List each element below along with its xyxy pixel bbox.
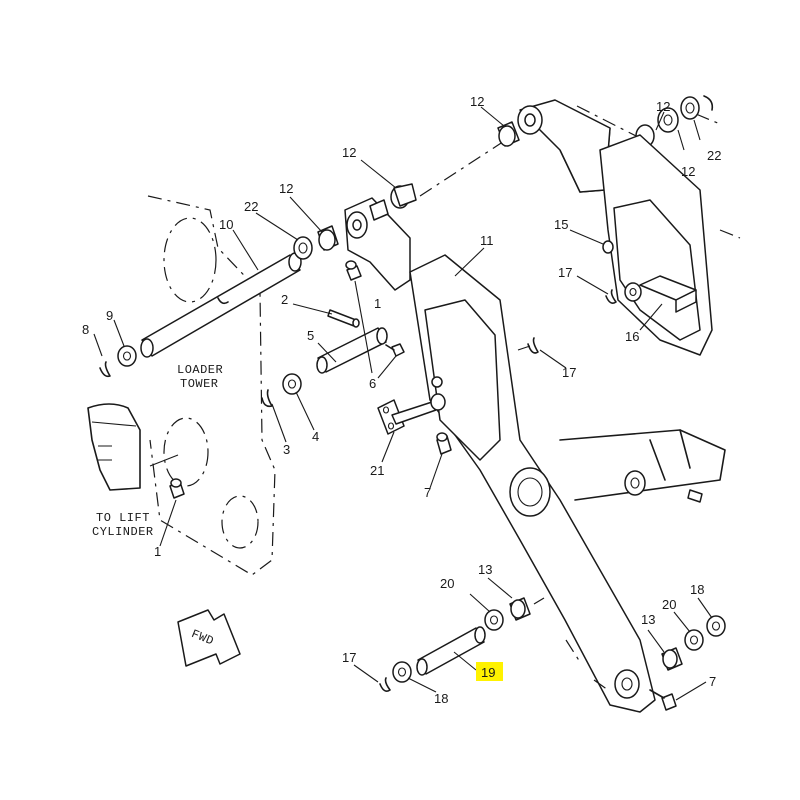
- callout-13: 13: [641, 612, 655, 627]
- ring-17-mid: [527, 337, 539, 354]
- fitting-right-mid: [687, 489, 703, 503]
- callout-22: 22: [244, 199, 258, 214]
- callout-2: 2: [281, 292, 288, 307]
- callout-3: 3: [283, 442, 290, 457]
- callout-11: 11: [480, 233, 494, 248]
- leader-lines: [93, 106, 713, 701]
- lift-cylinder-label-2: CYLINDER: [92, 525, 154, 539]
- grease-fitting-7-mid: [436, 432, 452, 455]
- callout-20: 20: [662, 597, 676, 612]
- fwd-arrow: FWD: [177, 609, 241, 667]
- callout-15: 15: [554, 217, 568, 232]
- callout-10: 10: [219, 217, 233, 232]
- ring-8: [99, 361, 111, 378]
- callout-21: 21: [370, 463, 384, 478]
- callout-1: 1: [374, 296, 381, 311]
- bolt-2: [327, 309, 360, 328]
- grease-fitting-1-upper: [345, 260, 362, 281]
- callout-labels: 12 12 22 12 12 12 22 10 11 15 17 16 8 9 …: [82, 94, 721, 706]
- grease-fitting-7-right: [649, 689, 677, 711]
- callout-7: 7: [709, 674, 716, 689]
- bushing-12-upper: [390, 121, 520, 209]
- callout-17: 17: [562, 365, 576, 380]
- callout-17: 17: [558, 265, 572, 280]
- callout-12: 12: [656, 99, 670, 114]
- pin-5: [316, 327, 388, 374]
- callout-19: 19: [481, 665, 495, 680]
- ring-3: [261, 389, 273, 408]
- callout-9: 9: [106, 308, 113, 323]
- callout-7: 7: [424, 485, 431, 500]
- callout-19-highlight: [476, 662, 503, 681]
- pin-10: [140, 252, 302, 358]
- callout-5: 5: [307, 328, 314, 343]
- lift-cylinder-label-1: TO LIFT: [96, 511, 150, 525]
- loader-tower-plate: [87, 195, 276, 576]
- ring-17-right: [605, 289, 617, 304]
- bracket-21: [377, 376, 446, 435]
- callout-17: 17: [342, 650, 356, 665]
- grease-fitting-1-lower: [169, 478, 185, 499]
- bar-16: [624, 275, 697, 313]
- washer-20-bottom: [484, 609, 504, 631]
- fitting-15: [602, 240, 614, 254]
- loader-tower-label-1: LOADER: [177, 363, 223, 377]
- callout-6: 6: [369, 376, 376, 391]
- callout-22: 22: [707, 148, 721, 163]
- callout-20: 20: [440, 576, 454, 591]
- washer-18-bottom: [392, 661, 412, 683]
- callout-12: 12: [279, 181, 293, 196]
- washer-4: [282, 373, 302, 395]
- loader-tower-label-2: TOWER: [180, 377, 219, 391]
- callout-16: 16: [625, 329, 639, 344]
- callout-4: 4: [312, 429, 319, 444]
- washer-9: [117, 345, 137, 367]
- washer-20-right: [684, 629, 704, 651]
- washer-22-left: [293, 236, 313, 260]
- upper-mount-block: [344, 99, 611, 291]
- ring-17-bottom: [379, 677, 391, 692]
- callout-18: 18: [690, 582, 704, 597]
- washer-18-right: [706, 615, 726, 637]
- washer-stack-upper-right: [635, 95, 714, 148]
- lift-arm: [409, 134, 741, 713]
- pin-19: [416, 626, 486, 676]
- nut-6: [391, 343, 405, 357]
- callout-12: 12: [342, 145, 356, 160]
- callout-8: 8: [82, 322, 89, 337]
- callout-12: 12: [470, 94, 484, 109]
- callout-18: 18: [434, 691, 448, 706]
- callout-13: 13: [478, 562, 492, 577]
- callout-1: 1: [154, 544, 161, 559]
- callout-12: 12: [681, 164, 695, 179]
